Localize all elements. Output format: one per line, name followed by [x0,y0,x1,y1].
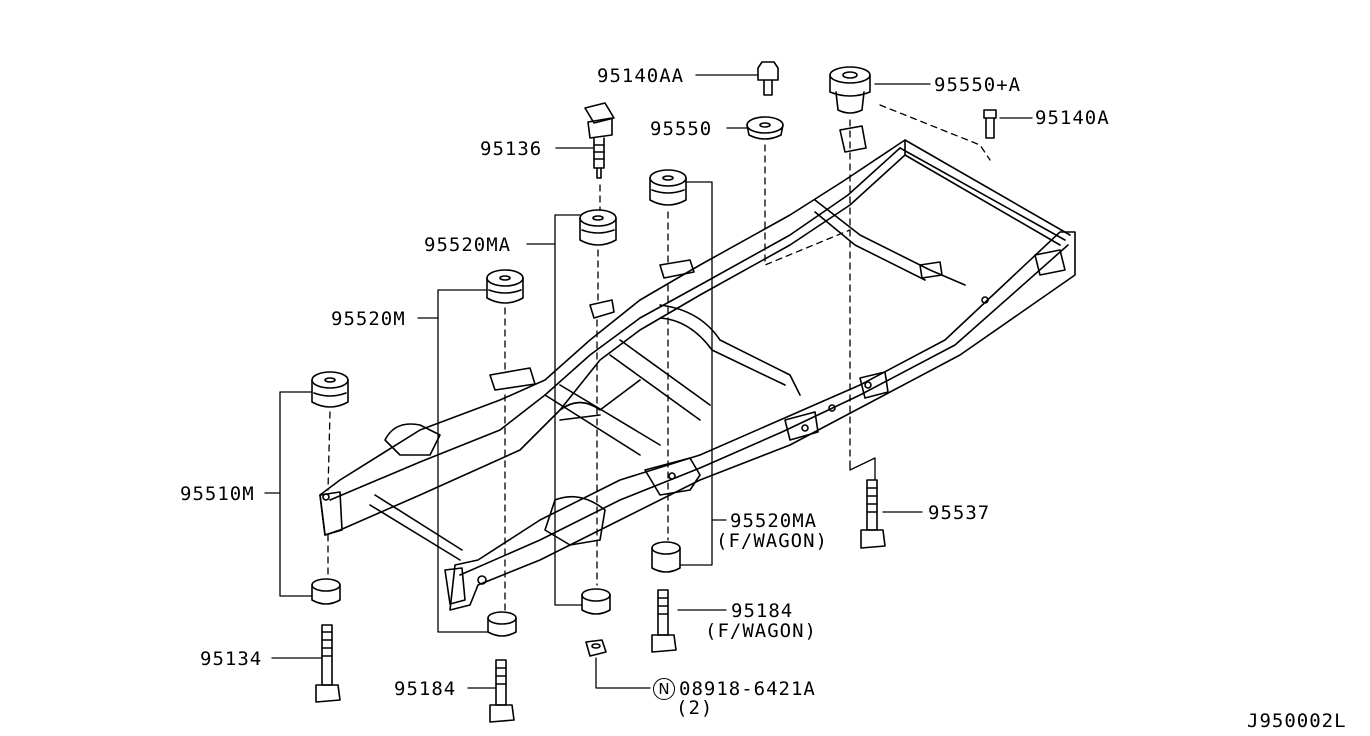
bushing-95520ma-wagon-bottom [651,541,681,573]
bolt-95537 [860,479,886,549]
label-95550-a: 95550+A [934,74,1022,96]
label-95520m: 95520M [331,308,406,330]
label-95136: 95136 [480,138,543,160]
bushing-95520ma-top-a [579,209,617,246]
label-95140a: 95140A [1035,107,1110,129]
bolt-95140a [983,109,997,139]
label-95510m: 95510M [180,483,255,505]
bolt-95140aa [757,61,779,96]
mount-95550 [746,116,784,140]
bushing-95520ma-bottom [581,588,611,615]
bolt-95134 [315,624,341,703]
label-08918-6421a: 08918-6421A [679,678,816,700]
bushing-95520m-bottom [487,611,517,637]
assembly-guide-lines [327,104,991,611]
label-95520ma-top: 95520MA [424,234,512,256]
label-95140aa: 95140AA [597,65,685,87]
leader-lines [264,74,1033,689]
bushing-95520ma-top-b [649,169,687,206]
mount-95550-a [829,66,871,114]
drawing-id: J950002L [1247,710,1347,732]
label-95537: 95537 [928,502,991,524]
label-wagon-note-1: (F/WAGON) [716,530,828,552]
bushing-95520m [486,269,524,304]
chassis-frame [319,125,1076,611]
guide-step [849,457,876,481]
bushing-95510m-top [311,371,349,408]
clip-95136 [584,102,615,179]
label-nut-quantity: (2) [676,697,714,719]
bolt-95184 [489,659,515,723]
nut-symbol-icon: N [653,678,675,700]
label-95550: 95550 [650,118,713,140]
label-95134: 95134 [200,648,263,670]
nut-08918 [585,639,607,657]
bolt-95184-wagon [651,589,677,653]
label-95184-wagon: 95184 [731,600,794,622]
label-95520ma-wagon: 95520MA [730,510,818,532]
label-95184: 95184 [394,678,457,700]
label-wagon-note-2: (F/WAGON) [705,620,817,642]
bushing-95510m-bottom [311,578,341,605]
